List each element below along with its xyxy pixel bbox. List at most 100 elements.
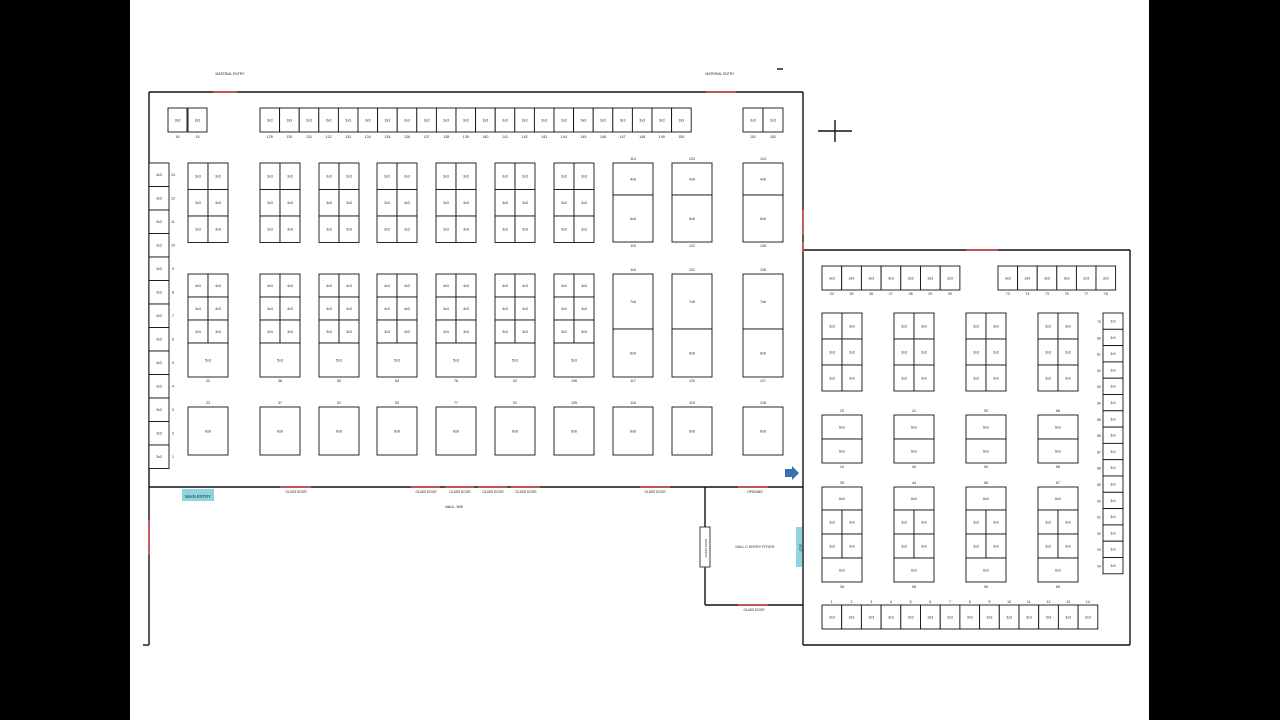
booth-number: 38	[278, 379, 282, 383]
booth-number: 1	[172, 455, 174, 459]
booth-size-label: 3x3	[156, 361, 162, 365]
glass-door-label: GLASS DOOR	[482, 490, 504, 494]
booth-size-label: 3x3	[849, 350, 855, 354]
booth-size-label: 3x3	[287, 330, 293, 334]
booth	[187, 107, 208, 133]
booth-number: 23	[206, 401, 210, 405]
entry-arrow-icon	[785, 466, 799, 480]
booth-size-label: 3x3	[639, 118, 645, 122]
booth-size-label: 3x3	[770, 118, 776, 122]
booth-number: 88	[1097, 467, 1101, 471]
booth	[553, 406, 595, 456]
booth-size-label: 3x3	[849, 544, 855, 548]
booth-size-label: 4x6	[760, 177, 766, 181]
booth-number: 59	[984, 585, 988, 589]
booth	[514, 215, 536, 243]
booth-size-label: 3x3	[561, 118, 567, 122]
booth	[259, 342, 301, 378]
booth-size-label: 3x3	[620, 118, 626, 122]
booth-number: 92	[513, 379, 517, 383]
booth-number: 135	[384, 135, 390, 139]
booth-size-label: 3x3	[947, 615, 953, 619]
booth-size-label: 4x3	[561, 284, 567, 288]
booth-size-label: 3x3	[1110, 368, 1115, 372]
booth-size-label: 6x3	[1055, 425, 1061, 429]
booth-size-label: 3x3	[522, 201, 528, 205]
booth-number: 50	[337, 379, 341, 383]
booth-size-label: 3x3	[829, 544, 835, 548]
booth-size-label: 3x3	[750, 118, 756, 122]
booth-number: 83	[1097, 385, 1101, 389]
booth-number: 67	[1056, 481, 1060, 485]
booth-number: 37	[278, 401, 282, 405]
booth-number: 106	[571, 379, 577, 383]
booth-number: 140	[482, 135, 488, 139]
booth	[148, 444, 170, 469]
booth-number: 125	[760, 244, 766, 248]
booth-size-label: 3x3	[581, 175, 587, 179]
booth-size-label: 3x3	[443, 330, 449, 334]
booth-number: 116	[630, 268, 636, 272]
booth	[167, 107, 188, 133]
booth-size-label: 3x3	[346, 175, 352, 179]
booth	[612, 194, 654, 243]
booth-size-label: 3x3	[287, 175, 293, 179]
booth	[742, 162, 784, 196]
booth-size-label: 5x3	[453, 358, 459, 362]
booth	[742, 406, 784, 456]
booth-size-label: 4x3	[287, 307, 293, 311]
booth-size-label: 3x3	[973, 376, 979, 380]
booth-size-label: 3x3	[927, 276, 933, 280]
booth-size-label: 3x3	[829, 324, 835, 328]
booth-number: 74	[1025, 292, 1029, 296]
booth-size-label: 3x3	[987, 615, 993, 619]
booth-size-label: 5x3	[571, 358, 577, 362]
booth-number: 78	[1104, 292, 1108, 296]
booth-number: 56	[984, 481, 988, 485]
booth	[1037, 414, 1079, 440]
booth-size-label: 5x3	[277, 358, 283, 362]
glass-door-label: GLASS DOOR	[415, 490, 437, 494]
booth-size-label: 6x3	[911, 568, 917, 572]
booth-size-label: 3x3	[404, 201, 410, 205]
booth-size-label: 4x3	[443, 307, 449, 311]
booth-size-label: 3x3	[829, 615, 835, 619]
booth-size-label: 3x3	[561, 201, 567, 205]
booth	[841, 364, 863, 392]
booth-size-label: 3x3	[384, 228, 390, 232]
booth-number: 84	[1097, 402, 1101, 406]
booth	[435, 406, 477, 456]
booth-number: 2	[172, 432, 174, 436]
booth	[279, 215, 301, 243]
booth-size-label: 3x3	[522, 175, 528, 179]
booth-size-label: 3x3	[1110, 564, 1115, 568]
booth-size-label: 3x3	[868, 615, 874, 619]
booth-size-label: 3x3	[267, 228, 273, 232]
booth-size-label: 3x3	[346, 228, 352, 232]
booth-number: 11	[171, 220, 175, 224]
booth-size-label: 6x6	[571, 429, 577, 433]
booth-size-label: 6x3	[1055, 497, 1061, 501]
booth-size-label: 4x3	[267, 284, 273, 288]
booth-size-label: 3x3	[921, 350, 927, 354]
booth-size-label: 3x3	[404, 175, 410, 179]
booth-size-label: 3x3	[1065, 520, 1071, 524]
booth-number: 73	[1045, 292, 1049, 296]
booth-size-label: 3x3	[156, 385, 162, 389]
booth-number: 11	[1027, 600, 1031, 604]
booth-size-label: 6x6	[277, 429, 283, 433]
booth-size-label: 3x3	[849, 615, 855, 619]
booth-number: 137	[424, 135, 430, 139]
booth	[612, 328, 654, 378]
booth-number: 9	[988, 600, 990, 604]
booth-size-label: 3x3	[443, 175, 449, 179]
glass-door-label: GLASS DOOR	[515, 490, 537, 494]
booth-size-label: 4x3	[581, 307, 587, 311]
booth	[494, 406, 536, 456]
booth-number: 15	[196, 135, 200, 139]
booth-size-label: 3x3	[993, 544, 999, 548]
booth-number: 92	[1097, 532, 1101, 536]
booth-size-label: 3x3	[384, 330, 390, 334]
booth	[435, 342, 477, 378]
booth-size-label: 3x3	[1025, 276, 1031, 280]
